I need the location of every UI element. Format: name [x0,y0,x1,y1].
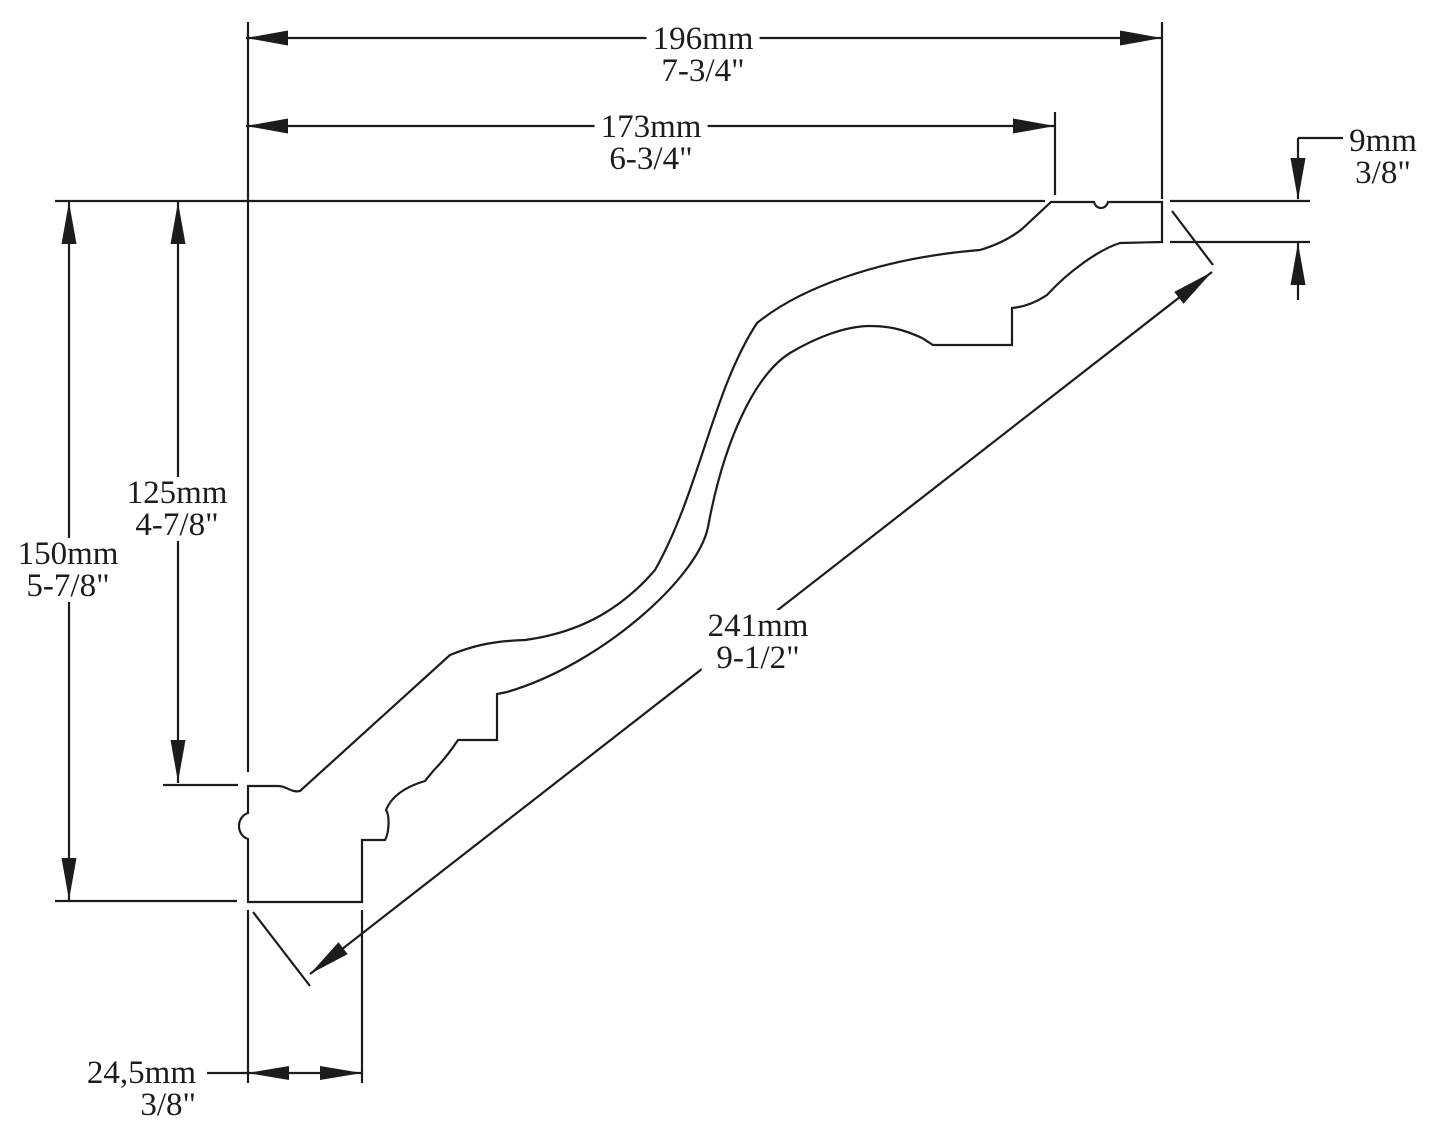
dim-label-upper-face-width: 173mm 6-3/4" [594,109,708,177]
arrow-150-bottom [61,858,77,900]
arrow-9-down [1290,158,1306,200]
dim-150-inches: 5-7/8" [26,568,110,604]
dim-173-mm: 173mm [600,109,702,145]
dim-label-top-edge-thickness: 9mm 3/8" [1343,123,1423,191]
dim-label-wall-drop-height: 125mm 4-7/8" [120,475,234,543]
reference-lines [55,22,1310,1083]
dim-196-mm: 196mm [652,21,754,57]
arrow-241-lower [310,942,348,974]
dim-label-total-width: 196mm 7-3/4" [646,21,760,89]
arrow-241-upper [1174,272,1212,304]
arrow-173-right [1013,118,1055,134]
oblique-tick-241-lower [252,911,311,987]
oblique-tick-241-upper [1171,210,1214,266]
dimension-arrowheads [61,30,1306,1080]
dimension-leader-9mm-upper [1296,136,1343,199]
dim-245-inches: 3/8" [140,1087,196,1123]
dim-label-total-height: 150mm 5-7/8" [11,536,125,604]
dim-label-bottom-edge-thickness: 24,5mm 3/8" [82,1055,200,1123]
arrow-150-top [61,202,77,244]
arrow-245-left [247,1066,289,1080]
dim-125-mm: 125mm [126,475,228,511]
dim-150-mm: 150mm [17,536,119,572]
dim-9-inches: 3/8" [1355,155,1411,191]
dim-196-inches: 7-3/4" [661,53,745,89]
dim-125-inches: 4-7/8" [135,507,219,543]
dim-245-mm: 24,5mm [86,1055,196,1091]
dim-9-mm: 9mm [1349,123,1417,159]
molding-profile-outline [237,200,1164,904]
arrow-9-up [1290,243,1306,285]
arrow-196-left [246,30,288,46]
arrow-173-left [246,118,288,134]
arrow-245-right [320,1066,362,1080]
dim-label-diagonal-face-length: 241mm 9-1/2" [701,608,815,676]
dim-173-inches: 6-3/4" [609,141,693,177]
arrow-196-right [1120,30,1162,46]
dim-241-inches: 9-1/2" [716,640,800,676]
arrow-125-top [170,202,186,244]
arrow-125-bottom [170,740,186,782]
dimension-lines [67,36,1343,1075]
dim-241-mm: 241mm [707,608,809,644]
